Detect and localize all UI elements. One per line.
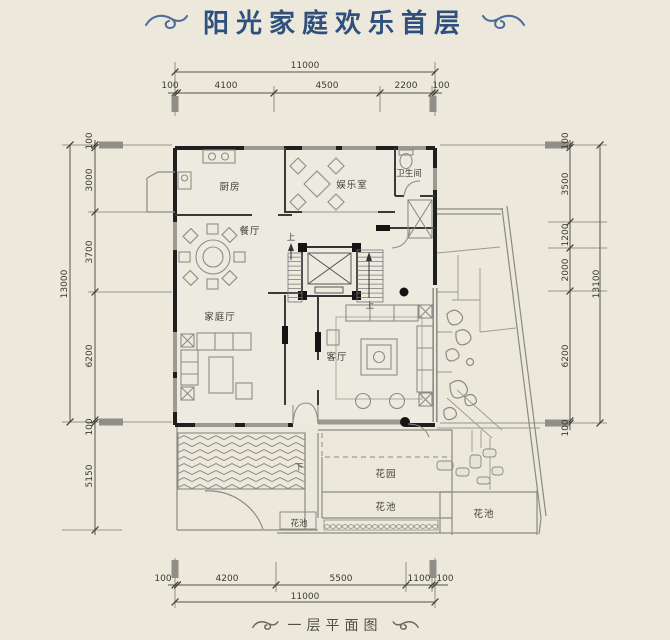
pergola-dashed-outline xyxy=(321,429,453,458)
page-header: 阳光家庭欢乐首层 xyxy=(0,3,670,40)
rock-cluster xyxy=(443,309,478,421)
elevator-and-stairs xyxy=(287,243,384,303)
garden-boundaries xyxy=(318,429,453,535)
dim-bottom-seg3: 1100 xyxy=(408,574,431,584)
room-label-family: 家庭厅 xyxy=(204,311,236,323)
column-dot-lower xyxy=(400,417,410,427)
terrace-edges xyxy=(176,425,319,531)
column-dot-upper xyxy=(399,287,409,297)
dim-left-total: 13000 xyxy=(60,269,70,298)
side-alcove xyxy=(146,171,175,213)
dim-top-seg0: 100 xyxy=(161,81,178,91)
dim-left-seg1: 3000 xyxy=(85,168,95,191)
room-label-bed-left: 花池 xyxy=(290,518,308,529)
toilet-icon xyxy=(398,149,414,170)
dim-left-seg3: 6200 xyxy=(85,344,95,367)
flourish-right-icon xyxy=(481,14,526,29)
dim-left-seg0: 100 xyxy=(85,132,95,149)
dim-bottom-total: 11000 xyxy=(291,592,320,602)
room-label-living: 客厅 xyxy=(326,351,347,363)
dim-right-total: 13100 xyxy=(592,269,602,298)
garden-gate-door-arc xyxy=(204,490,264,530)
dim-right-seg3: 2000 xyxy=(561,258,571,281)
game-table-icon xyxy=(289,157,345,211)
living-sofa-icon xyxy=(326,304,434,410)
dim-bottom-seg0: 100 xyxy=(154,574,171,584)
flower-bed-hatch xyxy=(323,519,439,531)
dim-left-lower: 5150 xyxy=(85,464,95,487)
exterior-stairs xyxy=(177,432,306,490)
flourish-left-icon xyxy=(144,14,189,29)
dim-top-seg4: 100 xyxy=(432,81,449,91)
dimension-lines-left: 100 3000 3700 6200 100 13000 5150 xyxy=(60,132,172,535)
room-label-bath: 卫生间 xyxy=(396,168,422,179)
stair-label-up-a: 上 xyxy=(287,233,296,243)
dining-table-icon xyxy=(178,223,246,290)
dim-right-seg4: 6200 xyxy=(561,344,571,367)
terrace-door-arc xyxy=(407,423,430,438)
plan-caption: 一层平面图 xyxy=(287,618,383,634)
page-footer: 一层平面图 xyxy=(0,615,670,635)
dimension-lines-right: 100 3500 1200 2000 6200 100 13100 xyxy=(440,132,607,437)
duct-shaft xyxy=(407,199,433,239)
stair-label-down: 下 xyxy=(295,463,304,473)
flower-bed-right-outline xyxy=(277,490,538,535)
bath-door-arc xyxy=(403,180,421,197)
dim-left-seg2: 3700 xyxy=(85,240,95,263)
flower-bed-left-outline xyxy=(279,511,317,530)
room-label-dining: 餐厅 xyxy=(239,225,260,237)
dim-right-seg5: 100 xyxy=(561,419,571,436)
dim-bottom-seg4: 100 xyxy=(436,574,453,584)
furniture xyxy=(177,149,434,410)
elevator-car xyxy=(307,252,352,294)
dim-bottom-seg2: 5500 xyxy=(330,574,353,584)
site-boundary xyxy=(437,205,547,535)
walls xyxy=(146,146,438,438)
room-label-bed-right: 花池 xyxy=(473,508,494,520)
room-label-kitchen: 厨房 xyxy=(219,181,240,193)
dim-right-seg0: 100 xyxy=(561,132,571,149)
outdoor-garden-area xyxy=(176,205,547,535)
stove-icon xyxy=(202,149,236,164)
dim-right-seg1: 3500 xyxy=(561,172,571,195)
entry-double-door xyxy=(292,402,319,425)
dim-bottom-seg1: 4200 xyxy=(216,574,239,584)
stepping-stones xyxy=(436,448,504,485)
room-label-garden: 花园 xyxy=(375,468,396,480)
caption-flourish-left-icon xyxy=(251,620,279,630)
dimension-lines-top: 11000 100 4100 4500 2200 100 xyxy=(161,61,450,116)
dim-top-seg2: 4500 xyxy=(316,81,339,91)
stairs-left xyxy=(287,252,303,303)
stair-label-up-b: 上 xyxy=(366,301,375,311)
sink-icon xyxy=(177,171,192,190)
page-title: 阳光家庭欢乐首层 xyxy=(202,9,467,39)
dimension-lines-bottom: 100 4200 5500 1100 100 11000 xyxy=(154,558,454,608)
room-label-entertainment: 娱乐室 xyxy=(336,179,368,191)
dim-top-seg1: 4100 xyxy=(215,81,238,91)
dim-left-seg4: 100 xyxy=(85,418,95,435)
garden-paths xyxy=(436,246,540,490)
caption-flourish-right-icon xyxy=(391,620,419,630)
room-labels: 厨房 娱乐室 卫生间 餐厅 家庭厅 客厅 上 上 下 花园 花池 花池 花池 xyxy=(204,168,494,529)
dim-right-seg2: 1200 xyxy=(561,223,571,246)
rear-hall-door-arc xyxy=(391,228,411,249)
dim-top-seg3: 2200 xyxy=(395,81,418,91)
dim-top-total: 11000 xyxy=(291,61,320,71)
family-sofa-icon xyxy=(180,332,253,401)
room-label-bed-center: 花池 xyxy=(375,501,396,513)
